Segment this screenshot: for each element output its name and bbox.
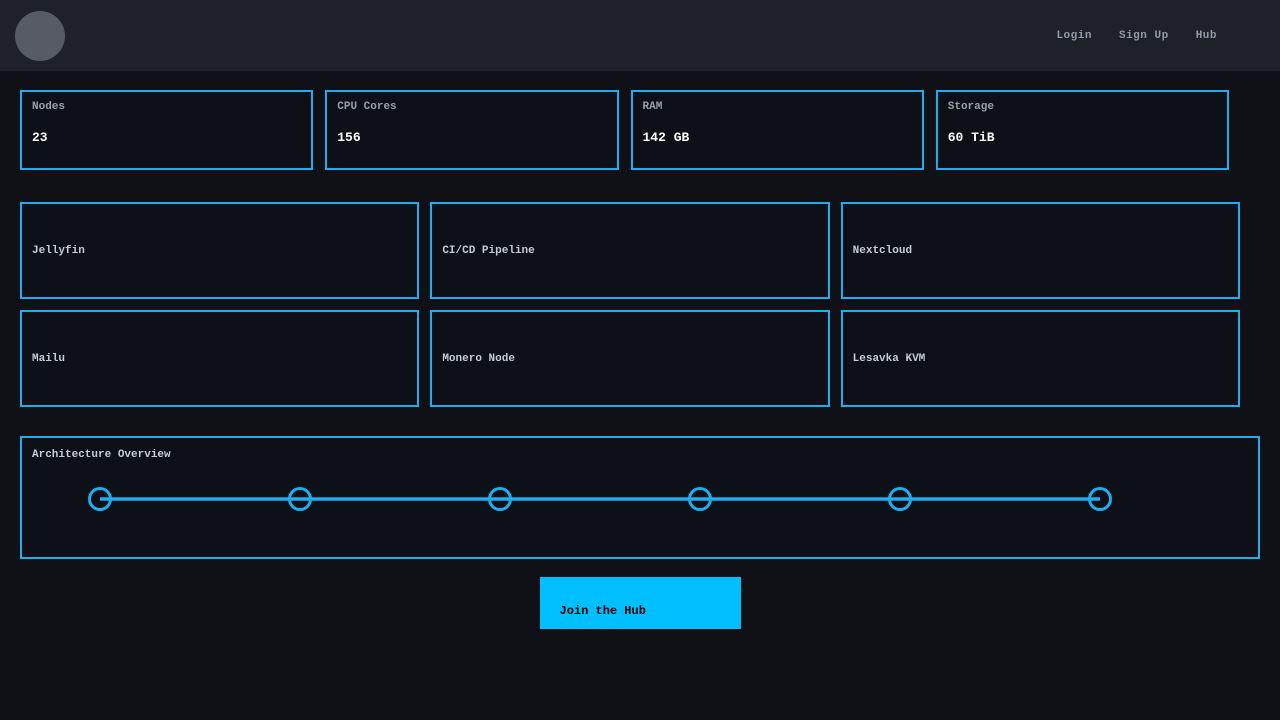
architecture-title: Architecture Overview — [32, 449, 171, 461]
stat-value: 60 TiB — [947, 130, 995, 145]
architecture-node-icon — [888, 487, 912, 511]
architecture-diagram — [88, 487, 1112, 511]
stat-label: Nodes — [32, 101, 66, 113]
service-card-jellyfin[interactable]: Jellyfin — [20, 202, 420, 299]
stat-label: Storage — [947, 101, 994, 113]
stats-row: Nodes 23 CPU Cores 156 RAM 142 GB Storag… — [20, 90, 1229, 170]
service-card-lesavka-kvm[interactable]: Lesavka KVM — [840, 310, 1240, 407]
stat-card-storage: Storage 60 TiB — [935, 90, 1229, 170]
architecture-section: Architecture Overview — [20, 436, 1260, 559]
architecture-node-icon — [288, 487, 312, 511]
stat-card-nodes: Nodes 23 — [20, 90, 314, 170]
nav-links: Login Sign Up Hub — [1056, 30, 1217, 42]
stat-value: 23 — [32, 130, 48, 145]
join-hub-button[interactable]: Join the Hub — [539, 577, 741, 629]
stat-label: CPU Cores — [337, 101, 397, 113]
architecture-node-icon — [88, 487, 112, 511]
service-card-cicd-pipeline[interactable]: CI/CD Pipeline — [430, 202, 830, 299]
service-title: Monero Node — [442, 352, 515, 365]
architecture-node-icon — [488, 487, 512, 511]
stat-value: 142 GB — [642, 130, 690, 145]
stat-card-ram: RAM 142 GB — [630, 90, 924, 170]
service-title: Mailu — [32, 352, 66, 365]
service-title: Nextcloud — [852, 244, 913, 257]
stat-value: 156 — [337, 130, 361, 145]
service-card-mailu[interactable]: Mailu — [20, 310, 420, 407]
service-title: Lesavka KVM — [852, 352, 926, 365]
architecture-node-icon — [688, 487, 712, 511]
stat-label: RAM — [642, 101, 663, 113]
service-card-nextcloud[interactable]: Nextcloud — [840, 202, 1240, 299]
service-title: CI/CD Pipeline — [442, 244, 535, 257]
stat-card-cpu-cores: CPU Cores 156 — [325, 90, 619, 170]
avatar[interactable] — [15, 10, 65, 61]
architecture-node-icon — [1088, 487, 1112, 511]
service-title: Jellyfin — [32, 244, 85, 257]
nav-link-login[interactable]: Login — [1056, 29, 1092, 42]
nav-link-signup[interactable]: Sign Up — [1118, 29, 1169, 42]
service-card-monero-node[interactable]: Monero Node — [430, 310, 830, 407]
services-grid: Jellyfin CI/CD Pipeline Nextcloud Mailu … — [20, 202, 1240, 407]
nav-link-hub[interactable]: Hub — [1195, 29, 1217, 42]
navbar: Login Sign Up Hub — [0, 0, 1280, 71]
